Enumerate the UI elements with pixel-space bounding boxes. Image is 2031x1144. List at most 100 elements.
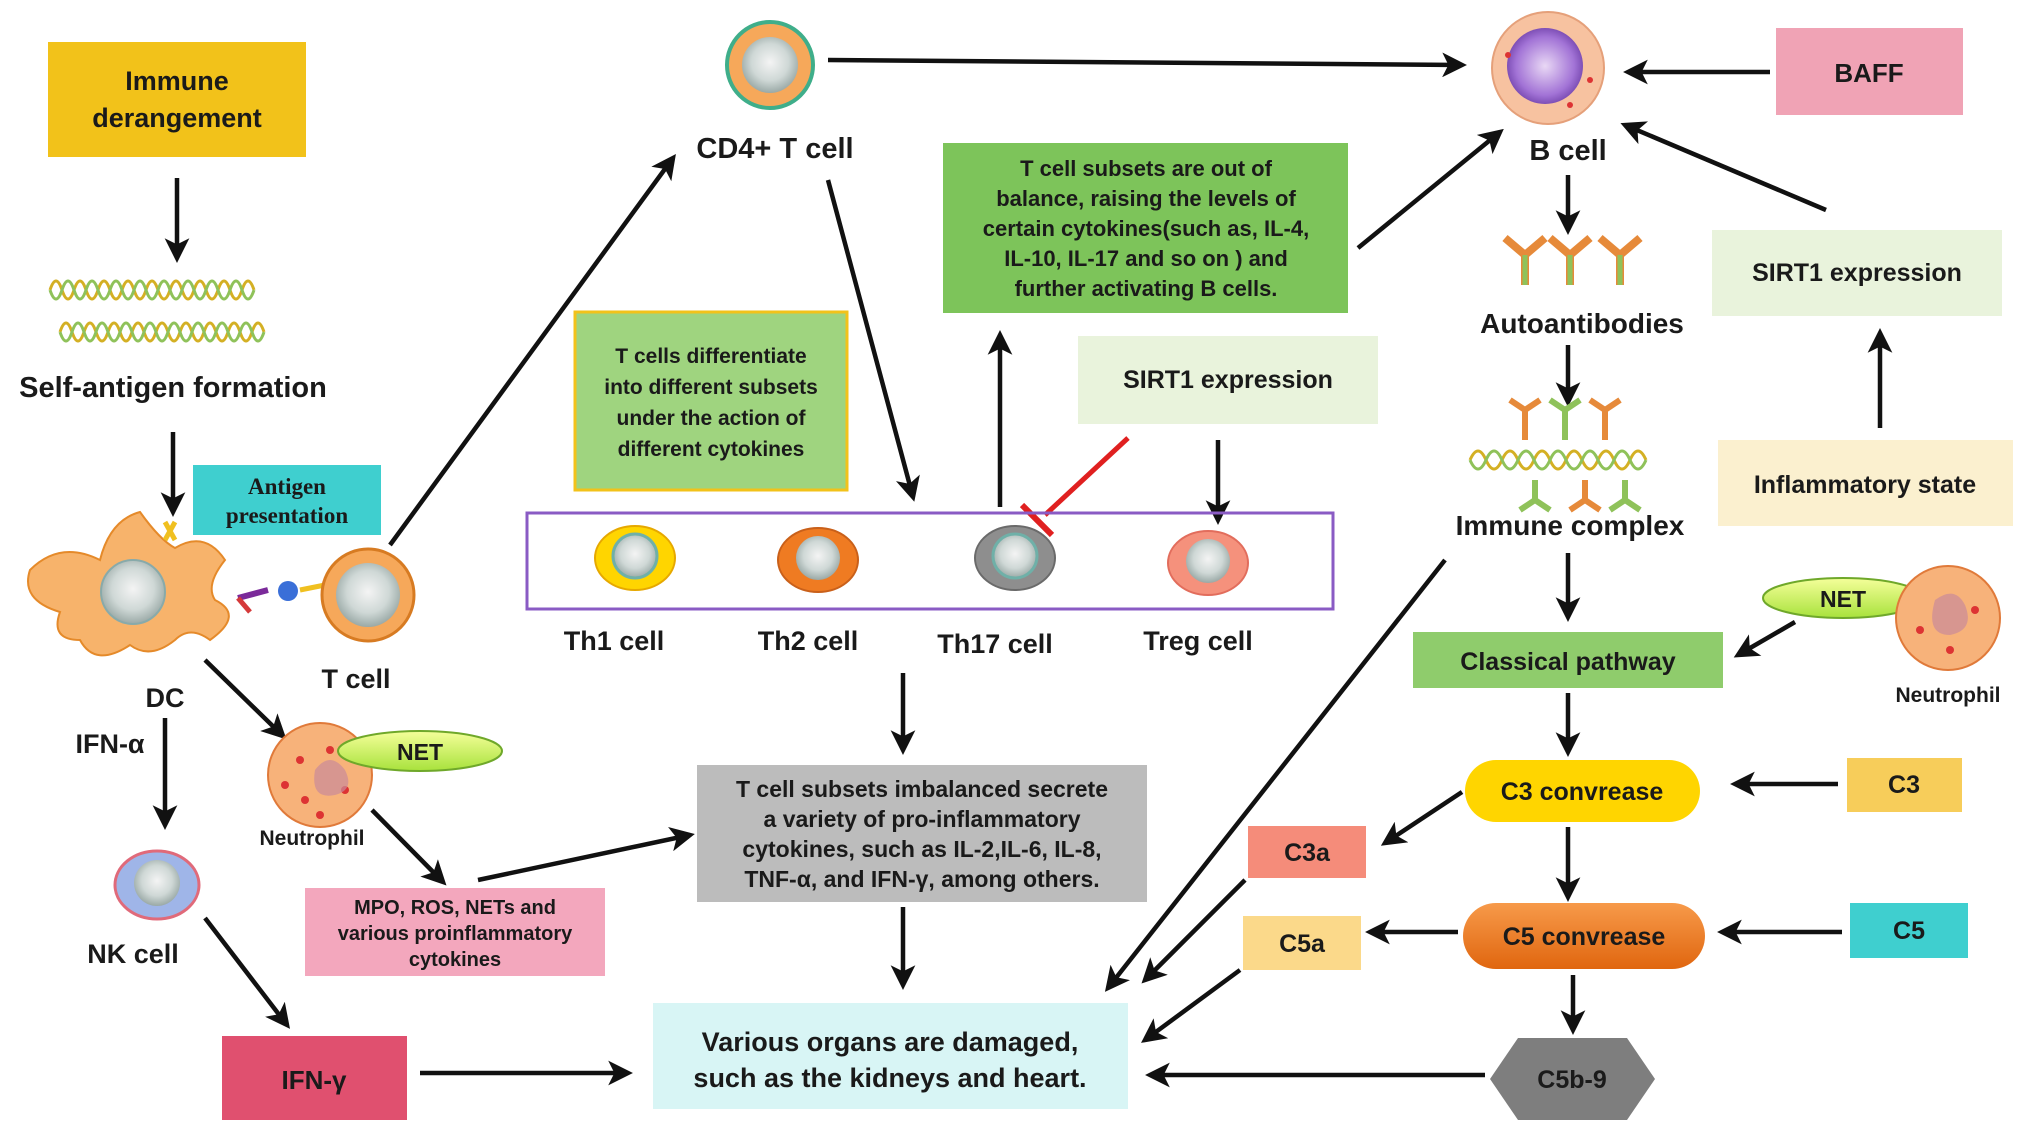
baff-box: BAFF bbox=[1776, 28, 1963, 115]
organs-line2: such as the kidneys and heart. bbox=[693, 1063, 1086, 1093]
secrete-line2: a variety of pro-inflammatory bbox=[764, 806, 1081, 832]
mpo-line3: cytokines bbox=[409, 949, 501, 971]
c5-convrease-oval: C5 convrease bbox=[1463, 903, 1705, 969]
c3-label: C3 bbox=[1888, 771, 1920, 799]
nk-cell-icon bbox=[113, 849, 201, 921]
antigen-presentation-box: Antigen presentation bbox=[193, 465, 381, 535]
antigen-presentation-line2: presentation bbox=[226, 503, 348, 528]
inflammatory-state-label: Inflammatory state bbox=[1754, 471, 1976, 499]
inflammatory-state-box: Inflammatory state bbox=[1718, 440, 2013, 526]
baff-label: BAFF bbox=[1834, 58, 1903, 88]
c3a-label: C3a bbox=[1284, 839, 1331, 867]
arrow-dc-to-neutrophil bbox=[203, 658, 287, 740]
immune-derangement-line1: Immune bbox=[125, 66, 229, 96]
c5a-box: C5a bbox=[1243, 916, 1361, 970]
dendritic-cell-icon bbox=[27, 510, 230, 657]
sirt1-right-box: SIRT1 expression bbox=[1712, 230, 2002, 316]
cd4-cell-icon bbox=[725, 20, 815, 110]
immune-derangement-box: Immune derangement bbox=[48, 42, 306, 157]
neutrophil-right-label: Neutrophil bbox=[1896, 684, 2001, 707]
ifn-gamma-label: IFN-γ bbox=[282, 1065, 348, 1095]
classical-pathway-box: Classical pathway bbox=[1413, 632, 1723, 688]
c3-box: C3 bbox=[1847, 758, 1962, 812]
th2-label: Th2 cell bbox=[758, 626, 859, 656]
immune-complex-icon bbox=[1468, 397, 1648, 513]
arrow-c3conv-to-c3a bbox=[1380, 790, 1464, 846]
organs-box: Various organs are damaged, such as the … bbox=[653, 1003, 1128, 1109]
t-diff-line3: under the action of bbox=[617, 407, 807, 430]
treg-label: Treg cell bbox=[1143, 626, 1253, 656]
arrow-neutrophil-to-mpo bbox=[370, 808, 447, 886]
secrete-line1: T cell subsets imbalanced secrete bbox=[736, 776, 1108, 802]
subsets-top-line1: T cell subsets are out of bbox=[1020, 156, 1273, 181]
arrow-net-to-classical bbox=[1733, 620, 1797, 658]
subsets-top-line5: further activating B cells. bbox=[1015, 276, 1278, 301]
net-right-badge: NET bbox=[1762, 577, 1924, 619]
autoantibodies-label: Autoantibodies bbox=[1480, 308, 1684, 339]
net-left-badge: NET bbox=[337, 730, 503, 772]
c5-box: C5 bbox=[1850, 903, 1968, 958]
arrow-cd4-to-subsets bbox=[825, 179, 920, 502]
secrete-box: T cell subsets imbalanced secrete a vari… bbox=[697, 765, 1147, 902]
mpo-line2: various proinflammatory bbox=[338, 923, 573, 945]
th17-label: Th17 cell bbox=[937, 629, 1053, 659]
immune-derangement-line2: derangement bbox=[92, 103, 262, 133]
inhibit-bar bbox=[1019, 502, 1055, 538]
b-cell-icon bbox=[1491, 11, 1605, 125]
dna-strand-icon bbox=[48, 279, 266, 343]
net-left-label: NET bbox=[397, 739, 443, 765]
subset-panel bbox=[525, 511, 1335, 611]
arrow-c5a-to-organs bbox=[1141, 968, 1242, 1043]
net-right-label: NET bbox=[1820, 586, 1866, 612]
neutrophil-right-icon bbox=[1895, 565, 2001, 671]
t-cell-icon bbox=[320, 547, 416, 643]
dc-label: DC bbox=[146, 683, 185, 713]
subsets-top-box: T cell subsets are out of balance, raisi… bbox=[943, 143, 1348, 313]
inhibit-line bbox=[1043, 436, 1130, 517]
arrow-sirt1-to-bcell bbox=[1620, 121, 1827, 213]
ifn-alpha-label: IFN-α bbox=[75, 729, 144, 759]
organs-line1: Various organs are damaged, bbox=[702, 1027, 1079, 1057]
c5-convrease-label: C5 convrease bbox=[1503, 923, 1666, 951]
nk-cell-label: NK cell bbox=[87, 939, 179, 969]
treg-cell-icon bbox=[1167, 530, 1249, 596]
immune-complex-label: Immune complex bbox=[1456, 510, 1685, 541]
sirt1-mid-label: SIRT1 expression bbox=[1123, 366, 1333, 394]
c5b9-label: C5b-9 bbox=[1537, 1066, 1606, 1094]
t-diff-line2: into different subsets bbox=[604, 376, 818, 399]
sirt1-right-label: SIRT1 expression bbox=[1752, 259, 1962, 287]
arrow-tcell-to-cd4 bbox=[388, 154, 676, 547]
arrow-subsets-to-bcell bbox=[1356, 128, 1504, 250]
neutrophil-left-label: Neutrophil bbox=[260, 827, 365, 850]
secrete-line4: TNF-α, and IFN-γ, among others. bbox=[744, 866, 1099, 892]
ifn-gamma-box: IFN-γ bbox=[222, 1036, 407, 1120]
c5a-label: C5a bbox=[1279, 930, 1326, 958]
arrow-complex-to-organs bbox=[1104, 558, 1447, 992]
b-cell-label: B cell bbox=[1529, 135, 1606, 167]
subsets-top-line2: balance, raising the levels of bbox=[996, 186, 1296, 211]
cd4-t-cell-label: CD4+ T cell bbox=[696, 133, 853, 165]
t-diff-line1: T cells differentiate bbox=[615, 345, 806, 368]
th1-cell-icon bbox=[594, 525, 676, 591]
t-diff-box: T cells differentiate into different sub… bbox=[573, 310, 849, 492]
arrow-c3a-to-organs bbox=[1141, 878, 1247, 984]
self-antigen-label: Self-antigen formation bbox=[19, 372, 327, 404]
arrow-mpo-to-secrete bbox=[477, 827, 695, 883]
c5-label: C5 bbox=[1893, 917, 1925, 945]
th2-cell-icon bbox=[777, 527, 859, 593]
mpo-line1: MPO, ROS, NETs and bbox=[354, 897, 556, 919]
subsets-top-line3: certain cytokines(such as, IL-4, bbox=[983, 216, 1309, 241]
arrow-nk-to-ifng bbox=[203, 916, 291, 1029]
th1-label: Th1 cell bbox=[564, 626, 665, 656]
antibody-icons bbox=[1502, 234, 1643, 285]
classical-pathway-label: Classical pathway bbox=[1460, 648, 1675, 676]
secrete-line3: cytokines, such as IL-2,IL-6, IL-8, bbox=[742, 836, 1101, 862]
th17-cell-icon bbox=[974, 525, 1056, 591]
mpo-ros-box: MPO, ROS, NETs and various proinflammato… bbox=[305, 888, 605, 976]
c3-convrease-oval: C3 convrease bbox=[1465, 760, 1700, 822]
c5b9-hexagon: C5b-9 bbox=[1490, 1038, 1655, 1120]
t-cell-label: T cell bbox=[321, 664, 390, 694]
arrow-cd4-to-bcell bbox=[827, 52, 1467, 78]
